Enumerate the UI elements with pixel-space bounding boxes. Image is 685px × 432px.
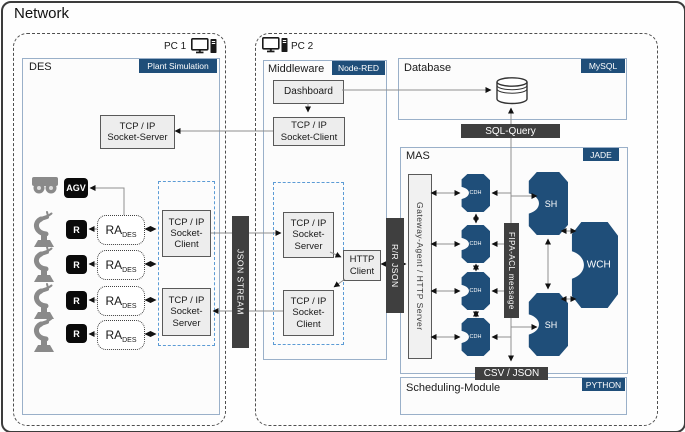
scheduling-module-label: Scheduling-Module bbox=[406, 382, 501, 394]
cdh-agent-shape: CDH bbox=[461, 225, 490, 263]
robot-icon bbox=[27, 210, 61, 252]
database-cylinder-icon bbox=[495, 77, 529, 110]
fipa-acl-bar: FIPA-ACL message bbox=[504, 223, 519, 318]
mysql-badge: MySQL bbox=[581, 59, 625, 73]
robot-icon bbox=[27, 245, 61, 287]
robot-node: R bbox=[66, 291, 87, 310]
robot-node: R bbox=[66, 220, 87, 239]
robot-icon bbox=[27, 282, 61, 324]
pc1-label: PC 1 bbox=[164, 41, 187, 52]
robot-node: R bbox=[66, 324, 87, 343]
mas-label: MAS bbox=[406, 150, 430, 162]
python-badge: PYTHON bbox=[582, 378, 625, 391]
des-label: DES bbox=[29, 61, 52, 73]
sql-query-bar: SQL-Query bbox=[461, 124, 560, 138]
mw-socket-client-box: TCP / IP Socket-Client bbox=[273, 117, 345, 146]
cdh-agent-shape: CDH bbox=[461, 174, 490, 212]
cdh-agent-shape: CDH bbox=[461, 318, 490, 356]
pc2-computer-icon bbox=[262, 37, 288, 59]
pc1-group bbox=[13, 33, 226, 426]
mw-socket-client-inner-box: TCP / IP Socket- Client bbox=[283, 290, 334, 336]
agv-node: AGV bbox=[64, 178, 88, 198]
pc1-computer-icon bbox=[191, 38, 217, 60]
pc2-group bbox=[255, 33, 658, 426]
node-red-badge: Node-RED bbox=[332, 61, 385, 75]
sh-agent-shape: SH bbox=[528, 172, 568, 235]
database-label: Database bbox=[404, 62, 452, 74]
json-stream-bar: JSON STREAM bbox=[232, 216, 249, 348]
csv-json-bar: CSV / JSON bbox=[475, 367, 548, 380]
robot-icon bbox=[27, 315, 61, 357]
dashboard-box: Dashboard bbox=[273, 80, 344, 104]
cdh-agent-shape: CDH bbox=[461, 272, 490, 310]
des-socket-server-inner-box: TCP / IP Socket- Server bbox=[162, 288, 211, 336]
robot-node: R bbox=[66, 255, 87, 274]
jade-badge: JADE bbox=[583, 148, 619, 161]
agv-icon bbox=[31, 173, 59, 200]
sh-agent-shape: SH bbox=[528, 293, 568, 356]
des-socket-server-box: TCP / IP Socket-Server bbox=[100, 115, 175, 149]
wch-agent-shape: WCH bbox=[571, 222, 618, 308]
gateway-agent-box: Gateway-Agent / HTTP Server bbox=[408, 174, 432, 359]
diagram-title: Network bbox=[14, 5, 70, 22]
middleware-label: Middleware bbox=[268, 63, 325, 75]
plant-simulation-badge: Plant Simulation bbox=[139, 59, 217, 73]
pc2-label: PC 2 bbox=[291, 41, 314, 52]
http-client-box: HTTP Client bbox=[343, 250, 381, 281]
des-socket-client-box: TCP / IP Socket- Client bbox=[162, 210, 211, 257]
des-socket-container bbox=[158, 181, 215, 346]
rr-json-bar: R/R JSON bbox=[386, 218, 404, 313]
mw-socket-server-box: TCP / IP Socket- Server bbox=[283, 212, 334, 258]
